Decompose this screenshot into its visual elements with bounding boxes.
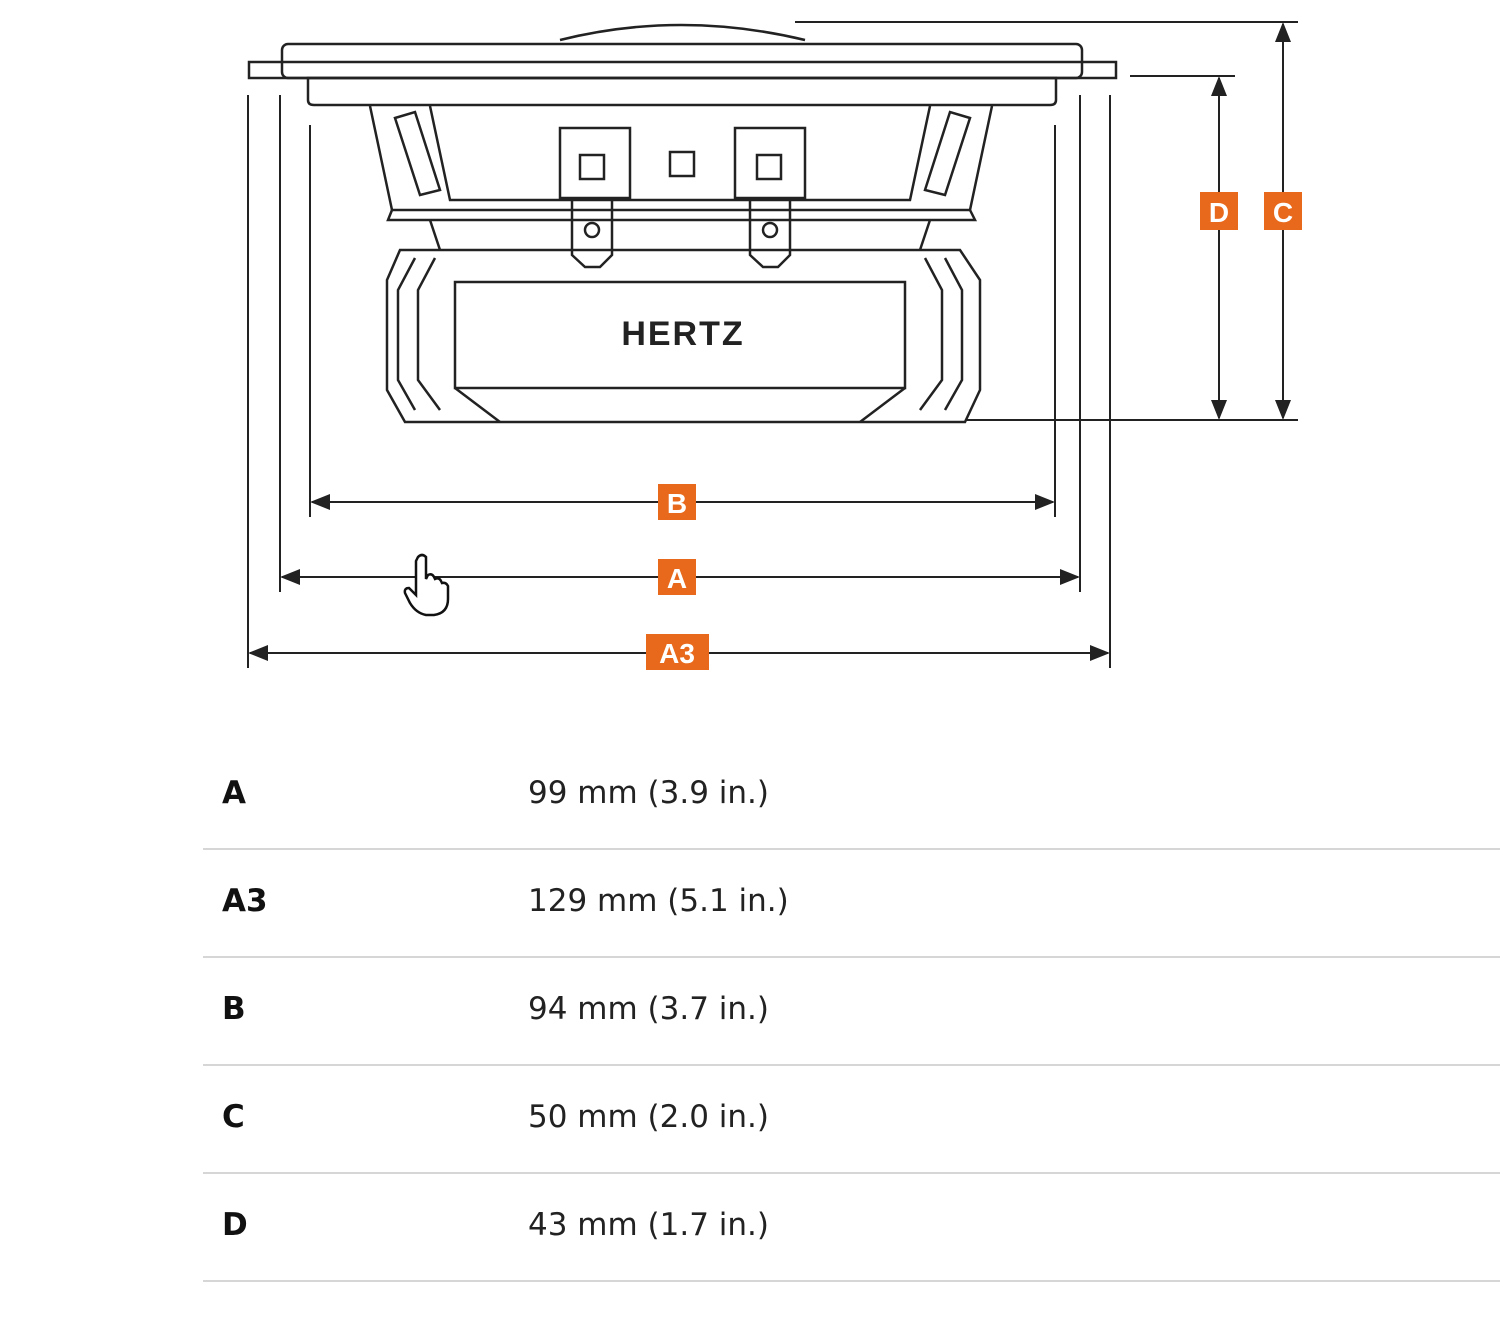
dimension-value: 94 mm (3.7 in.) <box>528 991 770 1027</box>
dimension-key: D <box>222 1207 248 1243</box>
table-row: C 50 mm (2.0 in.) <box>203 1066 1500 1174</box>
dimension-key: A <box>222 775 246 811</box>
hand-pointer-cursor-icon <box>403 553 450 617</box>
svg-text:C: C <box>1273 197 1293 228</box>
dimension-value: 129 mm (5.1 in.) <box>528 883 789 919</box>
speaker-dimension-drawing: HERTZ B A A3 D C <box>247 21 1302 670</box>
speaker-outline <box>247 23 1118 424</box>
svg-text:D: D <box>1209 197 1229 228</box>
table-row: A 99 mm (3.9 in.) <box>203 742 1500 850</box>
brand-logo: HERTZ <box>621 315 744 353</box>
table-row: B 94 mm (3.7 in.) <box>203 958 1500 1066</box>
dimension-key: B <box>222 991 246 1027</box>
dimension-badge-c: C <box>1264 192 1302 230</box>
svg-text:A: A <box>667 563 687 594</box>
dimensions-table: A 99 mm (3.9 in.) A3 129 mm (5.1 in.) B 94 … <box>203 742 1500 1282</box>
dimension-badge-a: A <box>658 559 696 595</box>
dimension-value: 99 mm (3.9 in.) <box>528 775 770 811</box>
svg-text:B: B <box>667 488 687 519</box>
table-row: A3 129 mm (5.1 in.) <box>203 850 1500 958</box>
dimension-key: A3 <box>222 883 268 919</box>
dimension-key: C <box>222 1099 245 1135</box>
dimension-value: 43 mm (1.7 in.) <box>528 1207 770 1243</box>
svg-text:A3: A3 <box>659 638 695 669</box>
dimension-badge-a3: A3 <box>646 634 709 670</box>
dimension-badge-d: D <box>1200 192 1238 230</box>
table-row: D 43 mm (1.7 in.) <box>203 1174 1500 1282</box>
dimension-badge-b: B <box>658 484 696 520</box>
dimension-value: 50 mm (2.0 in.) <box>528 1099 770 1135</box>
